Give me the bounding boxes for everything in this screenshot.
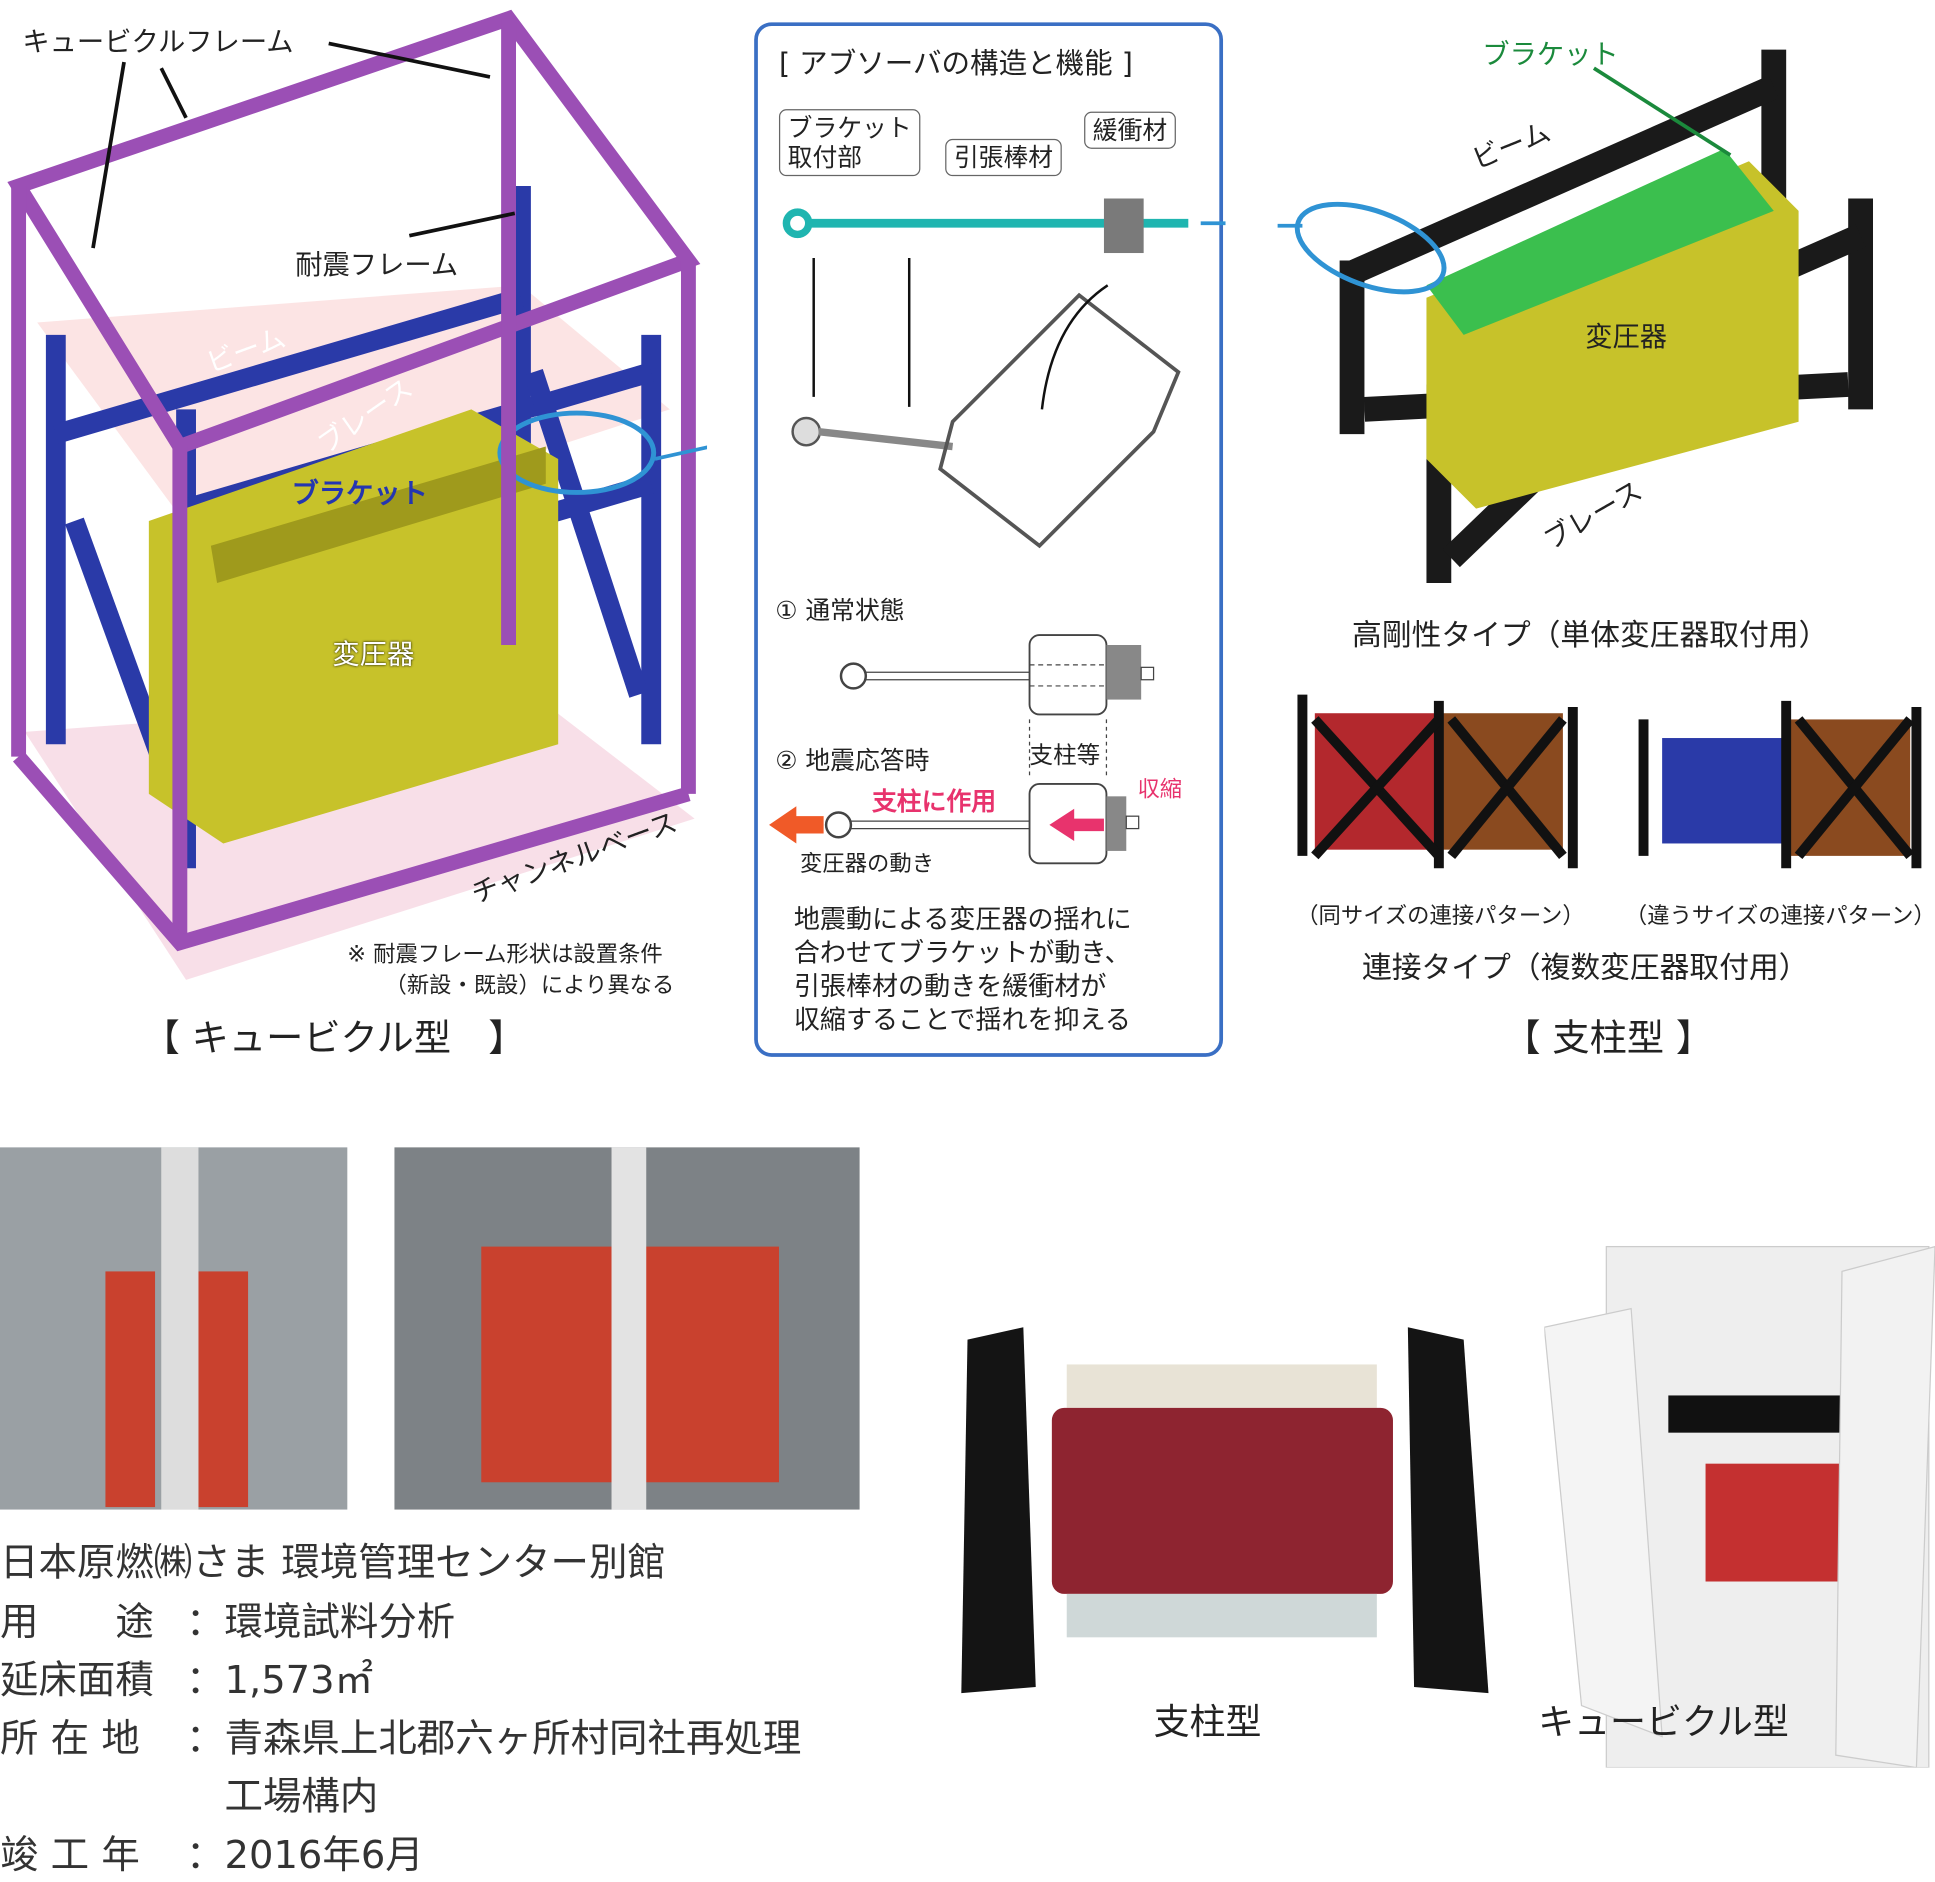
case-key: 用 途: [0, 1600, 154, 1645]
case-row: 竣 工 年：2016年6月: [0, 1823, 801, 1881]
label-transformer: 変圧器: [332, 640, 415, 672]
diff-size-pattern: （違うサイズの連接パターン）: [1624, 903, 1935, 930]
linked-type: 連接タイプ（複数変圧器取付用）: [1361, 950, 1809, 985]
case-value: 2016年6月: [224, 1833, 424, 1878]
cubicle-note-2: （新設・既設）により異なる: [384, 972, 675, 999]
desc-line: 地震動による変圧器の揺れに: [793, 904, 1132, 935]
label-acts-on-pillar: 支柱に作用: [872, 786, 997, 817]
pillar-product-photo: [961, 1327, 1489, 1694]
site-photo-2: [394, 1147, 860, 1510]
case-key: 竣 工 年: [0, 1833, 140, 1878]
pillar-label-bracket: ブラケット: [1482, 39, 1619, 71]
callout-bracket-mount: ブラケット 取付部: [778, 109, 921, 177]
callout-buffer: 緩衝材: [1084, 111, 1176, 149]
cubicle-note-1: ※ 耐震フレーム形状は設置条件: [347, 941, 663, 968]
case-value: 工場構内: [224, 1775, 379, 1820]
callout-bracket-line2: 取付部: [787, 142, 863, 173]
case-value: 1,573㎡: [224, 1658, 374, 1704]
case-key: 所 在 地: [0, 1716, 140, 1762]
case-details: 用 途：環境試料分析 延床面積：1,573㎡ 所 在 地：青森県上北郡六ヶ所村同…: [0, 1590, 801, 1881]
site-photo-1: [0, 1147, 348, 1510]
case-row: 工場構内: [0, 1765, 801, 1823]
cubicle-product-photo: [1544, 1245, 1935, 1768]
state-seismic: ② 地震応答時: [775, 745, 930, 776]
absorber-drawing: [769, 198, 1226, 865]
case-row: 延床面積：1,573㎡: [0, 1648, 801, 1706]
absorber-panel: [754, 22, 1224, 1057]
callout-bracket-line1: ブラケット: [787, 112, 912, 143]
label-transformer-motion: 変圧器の動き: [800, 850, 935, 877]
high-rigidity-type: 高剛性タイプ（単体変圧器取付用）: [1352, 617, 1829, 653]
label-bracket: ブラケット: [291, 478, 428, 510]
label-cubicle-frame: キュービクルフレーム: [22, 27, 294, 59]
label-seismic-frame: 耐震フレーム: [295, 250, 459, 282]
case-client: 日本原燃㈱さま 環境管理センター別館: [0, 1540, 666, 1586]
callout-tension-rod: 引張棒材: [945, 138, 1062, 177]
desc-line: 合わせてブラケットが動き、: [793, 937, 1131, 968]
label-contraction: 収縮: [1137, 776, 1183, 803]
state-normal: ① 通常状態: [775, 595, 905, 626]
absorber-title: [ アブソーバの構造と機能 ]: [778, 48, 1133, 81]
absorber-description: 地震動による変圧器の揺れに 合わせてブラケットが動き、 引張棒材の動きを緩衝材が…: [794, 903, 1132, 1037]
case-value: 環境試料分析: [224, 1600, 456, 1645]
label-pillar: 支柱等: [1029, 741, 1101, 770]
case-row: 用 途：環境試料分析: [0, 1590, 801, 1648]
pillar-illustration: [1277, 49, 1922, 869]
desc-line: 収縮することで揺れを抑える: [793, 1004, 1131, 1035]
pillar-title: 【 支柱型 】: [1503, 1017, 1714, 1061]
pillar-product-caption: 支柱型: [1153, 1700, 1262, 1743]
case-row: 所 在 地：青森県上北郡六ヶ所村同社再処理: [0, 1707, 801, 1765]
case-key: 延床面積: [0, 1658, 154, 1704]
desc-line: 引張棒材の動きを緩衝材が: [793, 971, 1107, 1002]
cubicle-title: 【 キュービクル型 】: [142, 1017, 526, 1061]
cubicle-illustration: [7, 9, 708, 980]
cubicle-product-caption: キュービクル型: [1538, 1700, 1789, 1743]
same-size-pattern: （同サイズの連接パターン）: [1296, 903, 1585, 930]
pillar-label-transformer: 変圧器: [1585, 322, 1668, 354]
case-value: 青森県上北郡六ヶ所村同社再処理: [224, 1716, 802, 1762]
